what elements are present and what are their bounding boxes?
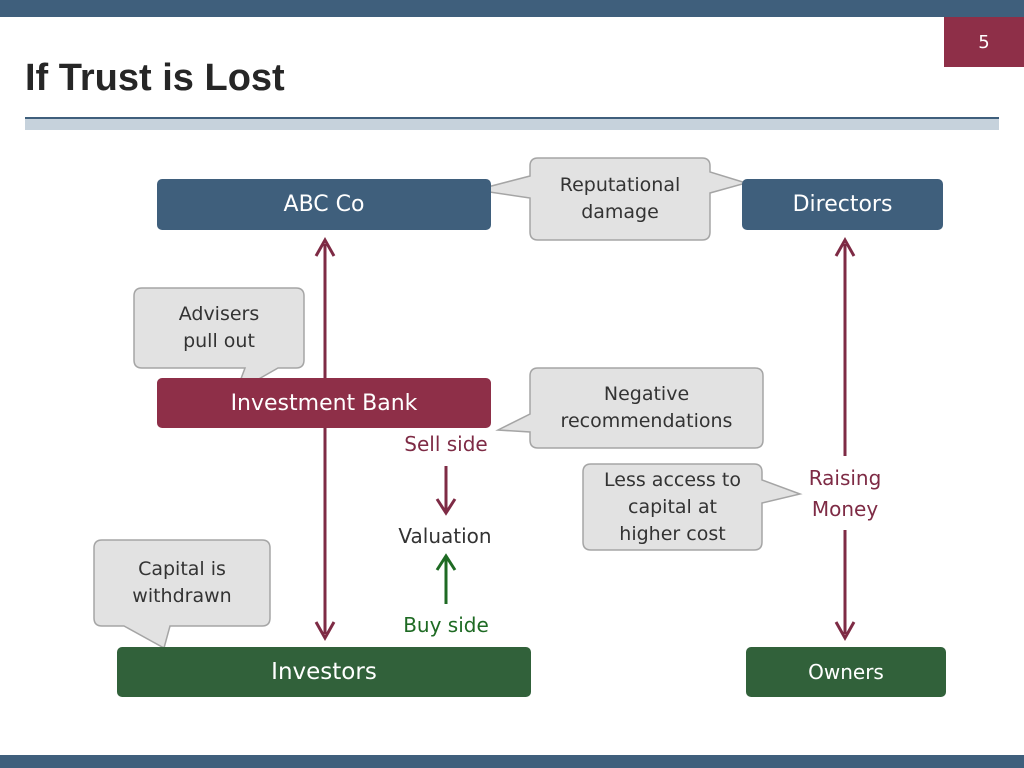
negative-recommendations-text: Negative recommendations — [530, 368, 763, 448]
callout-line: Capital is — [138, 558, 226, 580]
investment-bank-node: Investment Bank — [157, 378, 491, 428]
buy-side-arrow — [435, 553, 457, 604]
investors-node: Investors — [117, 647, 531, 697]
capital-withdrawn-callout-shape — [93, 539, 271, 650]
slide-number: 5 — [944, 17, 1024, 67]
top-accent-bar — [0, 0, 1024, 17]
callout-line: damage — [581, 201, 659, 223]
bottom-accent-bar — [0, 755, 1024, 768]
raising-money-line: Raising — [808, 466, 882, 490]
abc-co-node: ABC Co — [157, 179, 491, 230]
valuation-label: Valuation — [398, 524, 492, 548]
advisers-pull-out-text: Advisers pull out — [134, 288, 304, 368]
callout-line: capital at — [628, 495, 717, 518]
raising-money-line: Money — [811, 497, 879, 521]
reputational-damage-callout — [475, 157, 749, 241]
callout-line: Negative — [603, 383, 690, 405]
reputational-damage-text: Reputational damage — [530, 158, 710, 240]
callout-line: recommendations — [560, 410, 733, 432]
capital-withdrawn-text: Capital is withdrawn — [94, 540, 270, 626]
callout-line: Less access to — [604, 468, 741, 491]
raising-money-label: Raising Money — [785, 463, 905, 525]
buy-side-label: Buy side — [403, 613, 489, 637]
owners-node: Owners — [746, 647, 946, 697]
callout-line: Reputational — [559, 174, 681, 196]
title-divider — [25, 117, 999, 130]
callout-line: higher cost — [619, 522, 726, 545]
callout-line: pull out — [183, 330, 255, 352]
callout-line: withdrawn — [132, 585, 232, 607]
directors-node: Directors — [742, 179, 943, 230]
sell-side-label: Sell side — [404, 432, 488, 456]
negative-recommendations-callout-shape — [495, 367, 764, 449]
abc-investors-arrow — [314, 236, 336, 642]
slide-title: If Trust is Lost — [25, 57, 285, 99]
directors-owners-arrow — [834, 236, 856, 642]
less-access-text: Less access to capital at higher cost — [583, 464, 762, 550]
callout-line: Advisers — [178, 303, 260, 325]
less-access-callout-shape — [582, 463, 803, 551]
sell-side-arrow — [435, 466, 457, 516]
